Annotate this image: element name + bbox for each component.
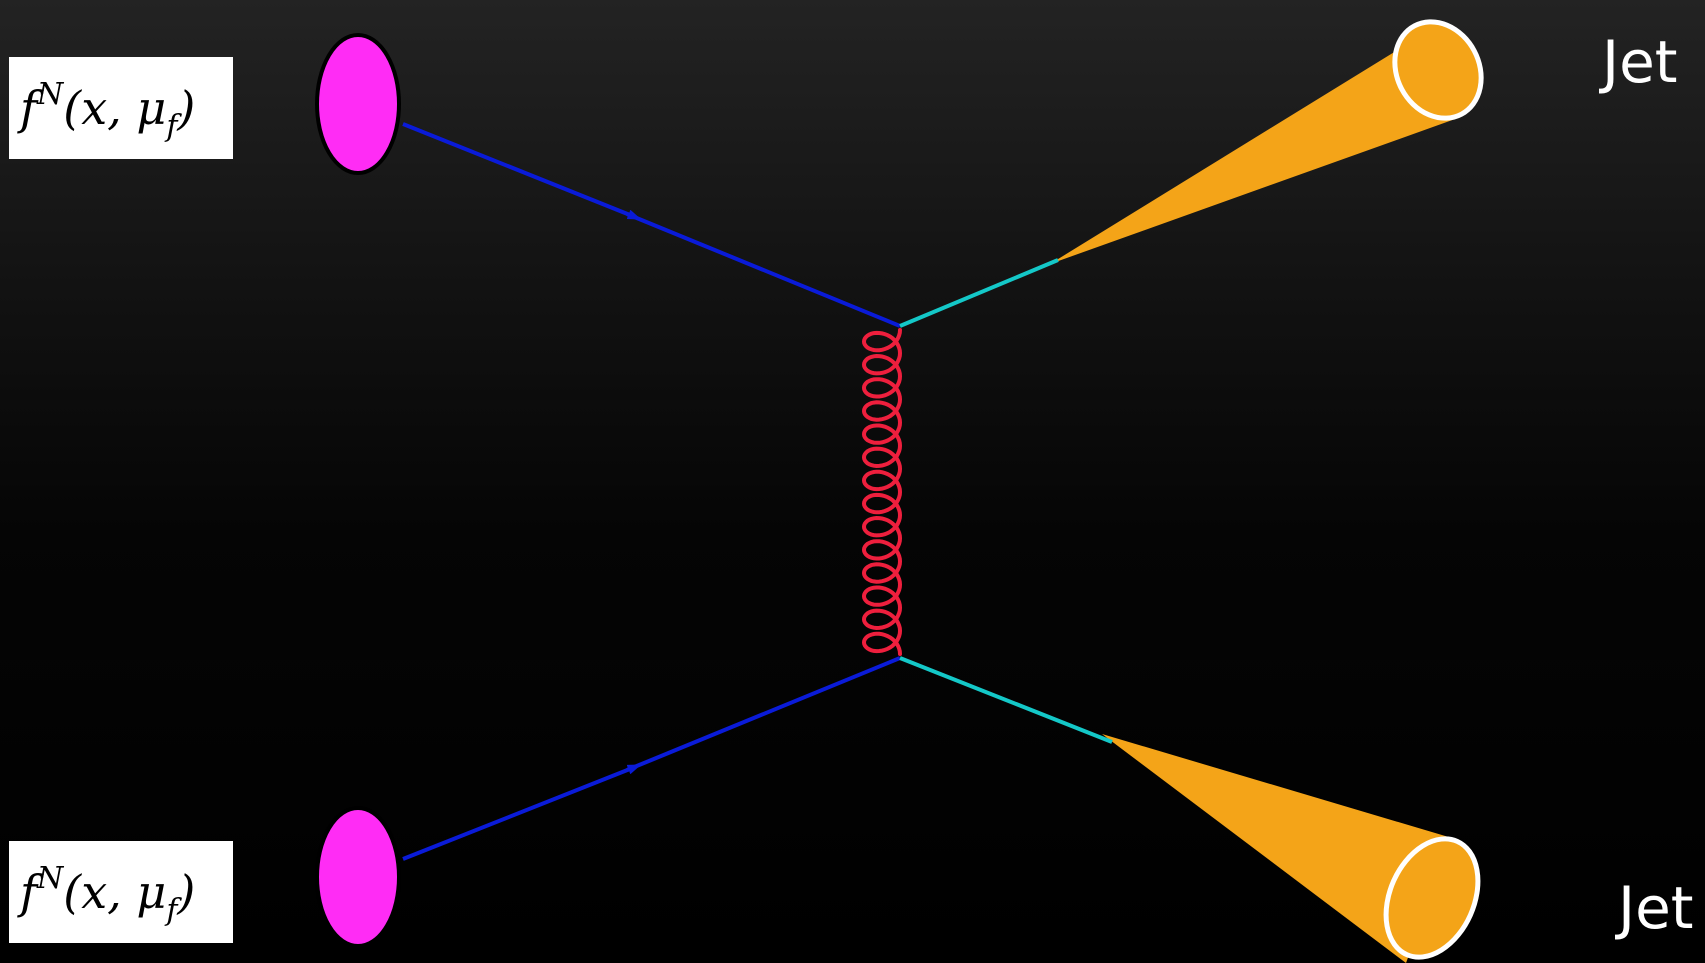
nucleon-bottom-icon [315, 806, 401, 948]
outgoing-quark-top [899, 258, 1059, 328]
pdf-label-bottom-box [9, 841, 233, 943]
pdf-label-bottom: fN(x, μf) [9, 841, 233, 943]
incoming-quark-bottom-b [626, 656, 901, 772]
incoming-quark-bottom-a [402, 764, 642, 861]
pdf-label-top: fN(x, μf) [9, 57, 233, 159]
jet-bottom-label: Jet [1615, 874, 1694, 942]
gluon-line [861, 328, 903, 656]
incoming-quark-top-a [402, 122, 642, 220]
outgoing-quark-bottom [899, 656, 1113, 744]
jet-bottom-rim [1383, 836, 1481, 960]
jet-bottom-icon [1102, 734, 1481, 963]
jet-top-rim [1392, 19, 1484, 121]
jet-top-label: Jet [1599, 28, 1678, 96]
incoming-quark-top-b [626, 212, 901, 328]
nucleon-top-icon [315, 33, 401, 175]
pdf-label-top-box [9, 57, 233, 159]
jet-bottom-cone [1102, 734, 1452, 963]
jet-top-cone [1050, 30, 1458, 264]
jet-top-icon [1050, 19, 1484, 264]
